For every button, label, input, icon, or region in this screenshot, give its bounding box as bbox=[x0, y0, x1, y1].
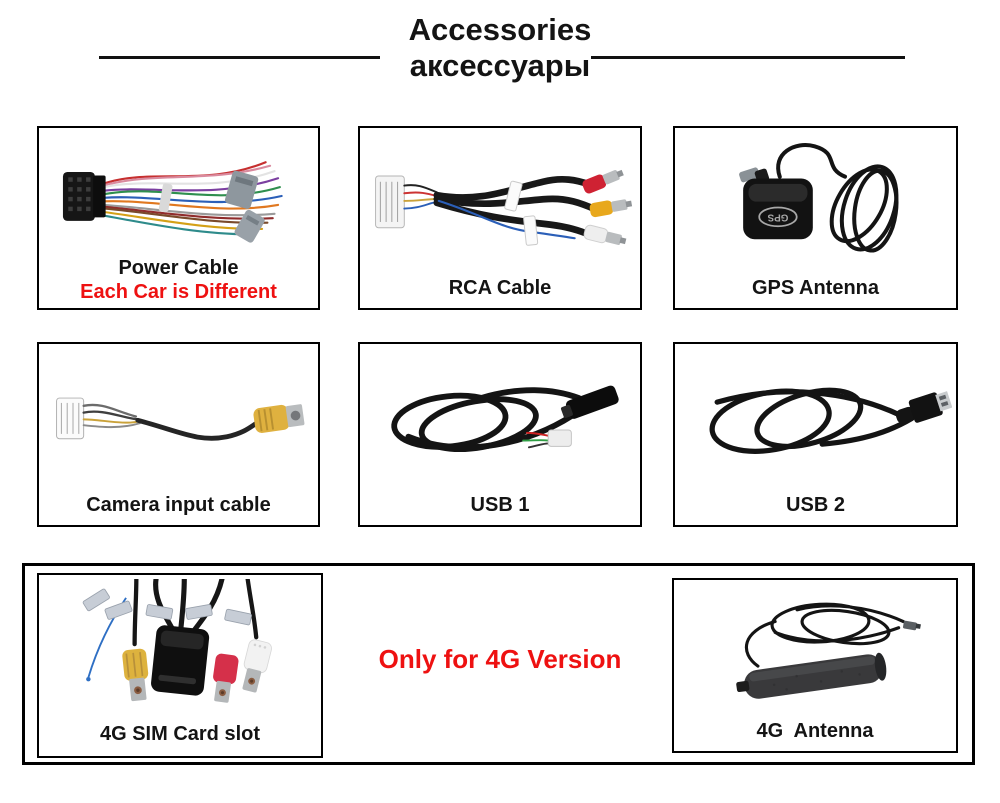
rca-cable-illustration bbox=[375, 169, 633, 246]
power-cable-photo bbox=[43, 132, 314, 252]
camera-input-cable-photo bbox=[43, 348, 314, 483]
page-title-ru: аксессуары bbox=[409, 48, 591, 83]
page-title: Accessories bbox=[408, 12, 592, 47]
title-rule-left bbox=[99, 56, 380, 59]
card-label-usb-2: USB 2 bbox=[786, 494, 845, 516]
4g-section-box: 4G SIM Card slot Only for 4G Version bbox=[22, 563, 975, 765]
accessory-card-usb-1: USB 1 bbox=[358, 342, 642, 527]
gps-antenna-photo: GPS bbox=[679, 132, 952, 266]
usb-cable-1-illustration bbox=[391, 385, 619, 452]
card-label-gps-antenna: GPS Antenna bbox=[751, 277, 880, 299]
title-rule-right bbox=[591, 56, 905, 59]
card-label-power-cable: Power Cable bbox=[118, 257, 239, 279]
accessory-card-usb-2: USB 2 bbox=[673, 342, 958, 527]
usb-cable-1-photo bbox=[364, 348, 636, 483]
accessory-card-gps-antenna: GPS GPS Antenna bbox=[673, 126, 958, 310]
accessory-card-4g-antenna: 4G Antenna bbox=[672, 578, 958, 753]
svg-text:GPS: GPS bbox=[767, 211, 788, 222]
4g-antenna-photo bbox=[678, 584, 952, 713]
rca-cable-photo bbox=[364, 132, 636, 266]
usb-cable-2-illustration bbox=[709, 387, 953, 454]
card-label-camera-input-cable: Camera input cable bbox=[86, 494, 271, 516]
accessory-card-camera-input-cable: Camera input cable bbox=[37, 342, 320, 527]
card-label-usb-1: USB 1 bbox=[470, 494, 530, 516]
card-label-rca-cable: RCA Cable bbox=[448, 277, 552, 299]
accessory-card-rca-cable: RCA Cable bbox=[358, 126, 642, 310]
gps-antenna-illustration: GPS bbox=[739, 143, 899, 253]
4g-version-note: Only for 4G Version bbox=[378, 644, 622, 674]
page-title-block: Accessories аксессуары bbox=[0, 12, 1000, 84]
usb-cable-2-photo bbox=[679, 348, 953, 483]
card-warning-power-cable: Each Car is Different bbox=[80, 281, 277, 303]
card-label-4g-sim-card-slot: 4G SIM Card slot bbox=[99, 723, 261, 745]
accessory-card-4g-sim-card-slot: 4G SIM Card slot bbox=[37, 573, 323, 758]
4g-sim-card-slot-illustration bbox=[82, 576, 272, 703]
camera-input-cable-illustration bbox=[56, 397, 305, 441]
4g-antenna-illustration bbox=[736, 602, 921, 699]
card-label-4g-antenna: 4G Antenna bbox=[756, 720, 874, 742]
4g-sim-card-slot-photo bbox=[43, 576, 317, 716]
power-cable-illustration bbox=[62, 161, 283, 243]
accessory-card-power-cable: Power Cable Each Car is Different bbox=[37, 126, 320, 310]
